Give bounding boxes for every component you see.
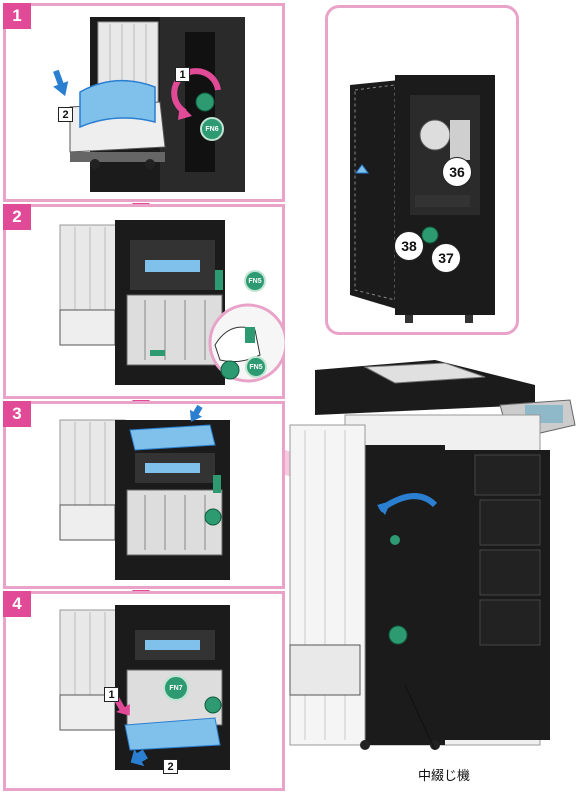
step-4-illustration <box>59 605 230 770</box>
step-2-fn-tag-bottom: FN5 <box>245 356 267 378</box>
step-2-number: 2 <box>3 204 31 230</box>
step-2-illustration <box>59 220 285 385</box>
pull-arrow <box>189 405 203 422</box>
step-3-illustration <box>59 405 230 580</box>
small-arrow <box>355 164 369 174</box>
lift-arrow <box>53 69 69 97</box>
step-3-number: 3 <box>3 401 31 427</box>
pull-out-arrow <box>130 748 148 767</box>
step-1-number: 1 <box>3 3 31 29</box>
step-1-sublabel-2: 2 <box>58 107 73 122</box>
step-1-fn-tag: FN6 <box>200 117 224 141</box>
callout-37: 37 <box>431 243 461 273</box>
step-4-number: 4 <box>3 591 31 617</box>
step-4-sublabel-2: 2 <box>163 759 178 774</box>
step-1-sublabel-1: 1 <box>175 67 190 82</box>
callout-38: 38 <box>394 231 424 261</box>
step-4-fn-tag: FN7 <box>163 675 189 701</box>
step-4-sublabel-1: 1 <box>104 687 119 702</box>
green-knob <box>195 92 215 112</box>
detail-illustration <box>350 75 495 323</box>
saddle-stitcher-caption: 中綴じ機 <box>418 769 471 784</box>
main-machine-illustration <box>289 360 576 750</box>
step-1-illustration <box>53 17 245 192</box>
step-2-fn-tag-top: FN5 <box>244 270 266 292</box>
callout-36: 36 <box>442 157 472 187</box>
